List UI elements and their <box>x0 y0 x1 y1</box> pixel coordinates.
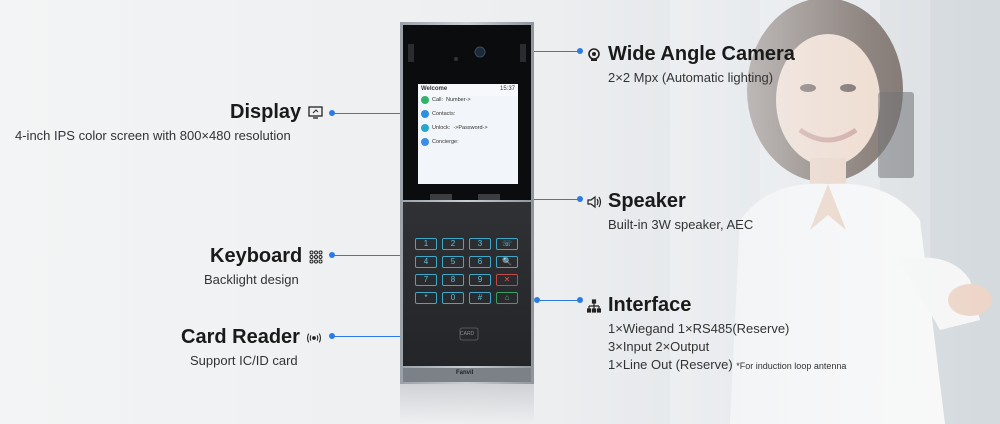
card-label: CARD <box>460 331 475 337</box>
keyboard-title: Keyboard <box>210 245 324 268</box>
camera-subtitle: 2×2 Mpx (Automatic lighting) <box>608 70 774 85</box>
key-3[interactable]: 3 <box>469 238 491 250</box>
key-concierge[interactable]: ⌂ <box>496 292 518 304</box>
speaker-title: Speaker <box>586 190 686 213</box>
device-reflection <box>400 384 534 424</box>
interface-title: Interface <box>586 294 691 317</box>
camera-icon <box>586 47 602 63</box>
rfid-icon <box>306 330 322 346</box>
screen-row-contacts: Contacts: <box>418 104 518 118</box>
keyboard-connector <box>332 255 430 256</box>
key-hash[interactable]: # <box>469 292 491 304</box>
keyboard-subtitle: Backlight design <box>204 272 299 287</box>
display-connector-dot <box>329 110 335 116</box>
key-cancel[interactable]: ✕ <box>496 274 518 286</box>
speaker-connector <box>495 199 578 200</box>
key-1[interactable]: 1 <box>415 238 437 250</box>
card-title: Card Reader <box>181 326 322 349</box>
intercom-device <box>400 22 534 384</box>
key-star[interactable]: * <box>415 292 437 304</box>
key-search[interactable]: 🔍 <box>496 256 518 268</box>
interface-line-3: 1×Line Out (Reserve) *For induction loop… <box>608 357 847 372</box>
speaker-subtitle: Built-in 3W speaker, AEC <box>608 217 754 232</box>
brand-logo: Fanvil <box>456 370 474 376</box>
key-call[interactable]: ☏ <box>496 238 518 250</box>
screen-row-call: Call:Number-> <box>418 92 518 104</box>
interface-line-1: 1×Wiegand 1×RS485(Reserve) <box>608 321 790 336</box>
screen-row-concierge: Concierge: <box>418 132 518 146</box>
display-title: Display <box>230 101 323 124</box>
card-connector-dot <box>329 333 335 339</box>
interface-line-2: 3×Input 2×Output <box>608 339 710 354</box>
monitor-icon <box>307 105 323 121</box>
display-connector <box>332 113 422 114</box>
device-screen: Welcome 15:37 Call:Number-> Contacts: Un… <box>418 84 518 184</box>
key-6[interactable]: 6 <box>469 256 491 268</box>
interface-note: *For induction loop antenna <box>736 361 847 371</box>
interface-connector-dot <box>577 297 583 303</box>
key-2[interactable]: 2 <box>442 238 464 250</box>
keypad: 1 2 3 ☏ 4 5 6 🔍 7 8 9 ✕ * 0 # ⌂ <box>415 238 525 308</box>
keypad-icon <box>308 249 324 265</box>
key-8[interactable]: 8 <box>442 274 464 286</box>
speaker-icon <box>586 194 602 210</box>
display-subtitle: 4-inch IPS color screen with 800×480 res… <box>15 128 291 143</box>
key-7[interactable]: 7 <box>415 274 437 286</box>
card-subtitle: Support IC/ID card <box>190 353 298 368</box>
speaker-connector-dot <box>577 196 583 202</box>
camera-title: Wide Angle Camera <box>586 43 795 66</box>
screen-time: 15:37 <box>499 86 515 92</box>
key-5[interactable]: 5 <box>442 256 464 268</box>
interface-device-dot <box>534 297 540 303</box>
photo-overlay <box>670 0 1000 424</box>
key-4[interactable]: 4 <box>415 256 437 268</box>
card-connector <box>332 336 452 337</box>
keyboard-connector-dot <box>329 252 335 258</box>
network-icon <box>586 298 602 314</box>
screen-welcome: Welcome <box>421 86 448 92</box>
interface-connector <box>537 300 578 301</box>
screen-row-unlock: Unlock:->Password-> <box>418 118 518 132</box>
key-0[interactable]: 0 <box>442 292 464 304</box>
key-9[interactable]: 9 <box>469 274 491 286</box>
camera-connector-dot <box>577 48 583 54</box>
